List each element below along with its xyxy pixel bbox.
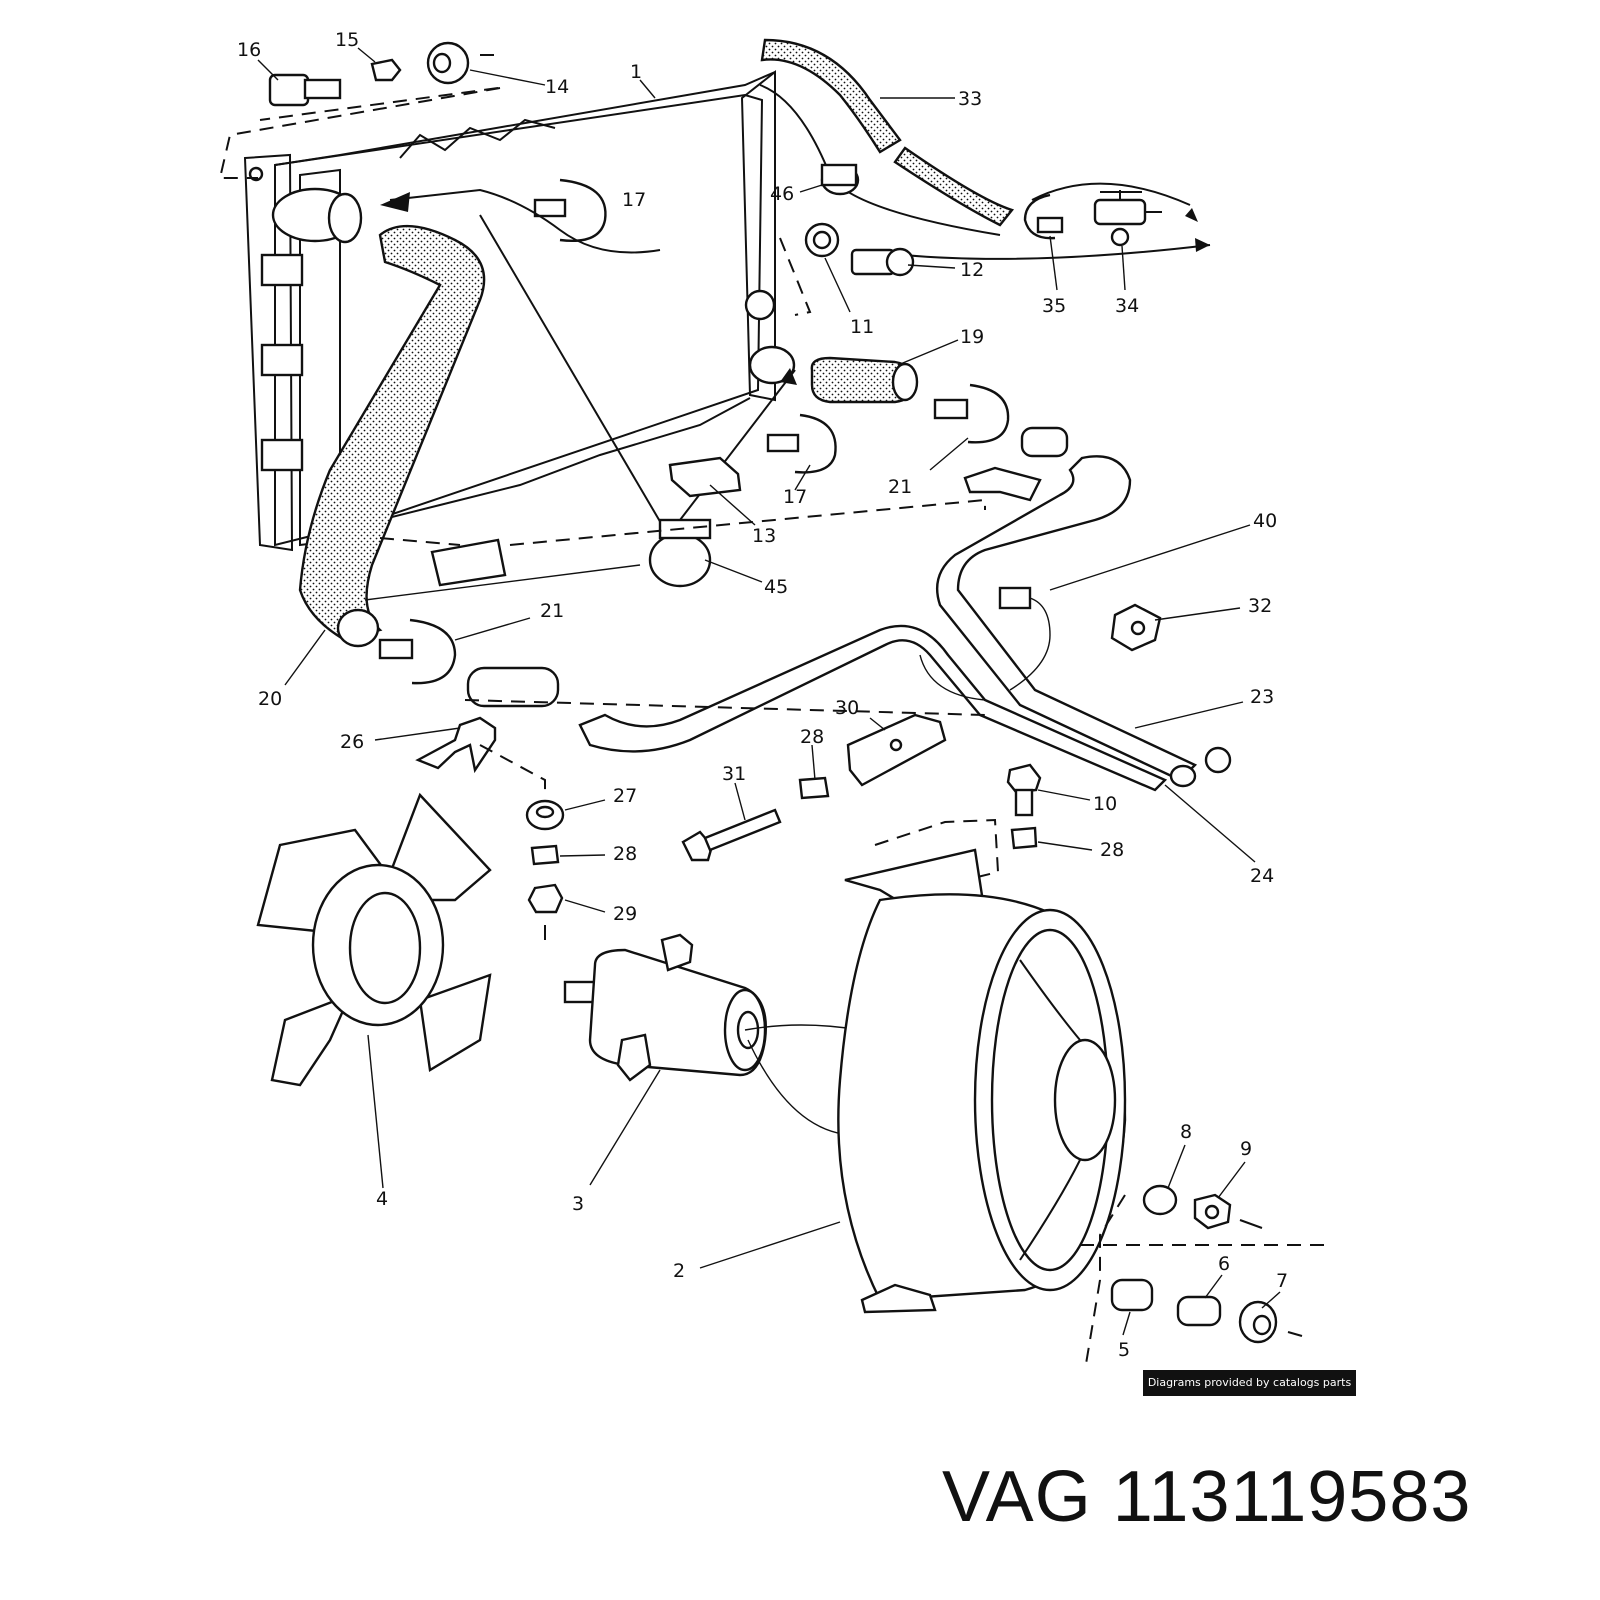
grommet-14 (426, 41, 470, 85)
sender-32 (1110, 603, 1162, 652)
callout-11: 11 (850, 316, 874, 338)
spacer-13 (668, 456, 742, 498)
lower-hose-19 (810, 356, 919, 404)
bolt-16 (268, 73, 342, 107)
callout-labels: 1 2 3 4 5 6 7 8 9 10 11 12 13 14 15 16 1… (237, 29, 1288, 1361)
callout-21-right: 21 (888, 476, 912, 498)
clamp-35 (1023, 193, 1064, 240)
seal-ring-11 (804, 222, 840, 258)
callout-17-lower: 17 (783, 486, 807, 508)
watermark-caption: Diagrams provided by catalogs parts (1143, 1370, 1356, 1396)
callout-10: 10 (1093, 793, 1117, 815)
callout-7: 7 (1276, 1270, 1288, 1292)
callout-28-right: 28 (1100, 839, 1124, 861)
callout-9: 9 (1240, 1138, 1252, 1160)
callout-17-upper: 17 (622, 189, 646, 211)
bushing-6 (1176, 1295, 1222, 1327)
clip-28c (1010, 826, 1038, 850)
callout-21-left: 21 (540, 600, 564, 622)
nut-9 (1193, 1193, 1232, 1230)
part-number: 113119583 (1112, 1457, 1472, 1537)
hose-plug (466, 666, 560, 708)
motor-3 (563, 933, 861, 1136)
callout-8: 8 (1180, 1121, 1192, 1143)
drain-valve-34 (1093, 190, 1162, 247)
callout-15: 15 (335, 29, 359, 51)
clip-28b (798, 776, 830, 800)
fan-shroud-2 (837, 848, 1127, 1314)
callout-3: 3 (572, 1193, 584, 1215)
callout-23: 23 (1250, 686, 1274, 708)
callout-28-center: 28 (800, 726, 824, 748)
nut-29 (527, 883, 564, 914)
wire-40 (919, 586, 1051, 701)
clamp-21-right (933, 383, 1010, 444)
clamp-45 (648, 518, 712, 588)
hose-33 (760, 38, 1015, 227)
callout-13: 13 (752, 525, 776, 547)
brand-name: VAG (942, 1457, 1092, 1537)
callout-2: 2 (673, 1260, 685, 1282)
clamp-17-lower (766, 413, 837, 474)
callout-5: 5 (1118, 1339, 1130, 1361)
clamp-17-upper (533, 178, 607, 242)
callout-6: 6 (1218, 1253, 1230, 1275)
part-number-title: VAG 113119583 (942, 1452, 1562, 1542)
callout-14: 14 (545, 76, 569, 98)
callout-33: 33 (958, 88, 982, 110)
clamp-21-left (378, 618, 457, 685)
callout-27: 27 (613, 785, 637, 807)
callout-34: 34 (1115, 295, 1139, 317)
clip-28a (530, 844, 560, 866)
clip-15 (370, 58, 402, 82)
spacer-lower (430, 538, 507, 587)
callout-26: 26 (340, 731, 364, 753)
callout-28-left: 28 (613, 843, 637, 865)
callout-12: 12 (960, 259, 984, 281)
callout-30: 30 (835, 697, 859, 719)
bolt-10 (1006, 763, 1042, 817)
sleeve-8 (1142, 1184, 1178, 1216)
callout-1: 1 (630, 61, 642, 83)
leader-lines (257, 47, 1281, 1336)
callout-46: 46 (770, 183, 794, 205)
thermo-switch-12 (850, 247, 915, 277)
fan-blade-4 (256, 792, 492, 1087)
callout-40: 40 (1253, 510, 1277, 532)
coolant-pipe-23-24 (578, 455, 1232, 792)
callout-31: 31 (722, 763, 746, 785)
mount-30 (846, 713, 947, 787)
callout-29: 29 (613, 903, 637, 925)
radiator (243, 69, 796, 552)
bracket-26 (415, 716, 497, 774)
callout-16: 16 (237, 39, 261, 61)
grommet-27 (525, 799, 565, 831)
callout-32: 32 (1248, 595, 1272, 617)
callout-35: 35 (1042, 295, 1066, 317)
washer-7 (1238, 1300, 1278, 1344)
bracket-21b (963, 466, 1042, 502)
rubber-mount-5 (1110, 1278, 1154, 1312)
callout-19: 19 (960, 326, 984, 348)
callout-20: 20 (258, 688, 282, 710)
grommet-upper (1020, 426, 1069, 458)
callout-24: 24 (1250, 865, 1274, 887)
clamp-46 (820, 163, 860, 196)
callout-4: 4 (376, 1188, 388, 1210)
upper-hose-20 (298, 225, 486, 648)
bolt-31 (681, 808, 782, 862)
callout-45: 45 (764, 576, 788, 598)
